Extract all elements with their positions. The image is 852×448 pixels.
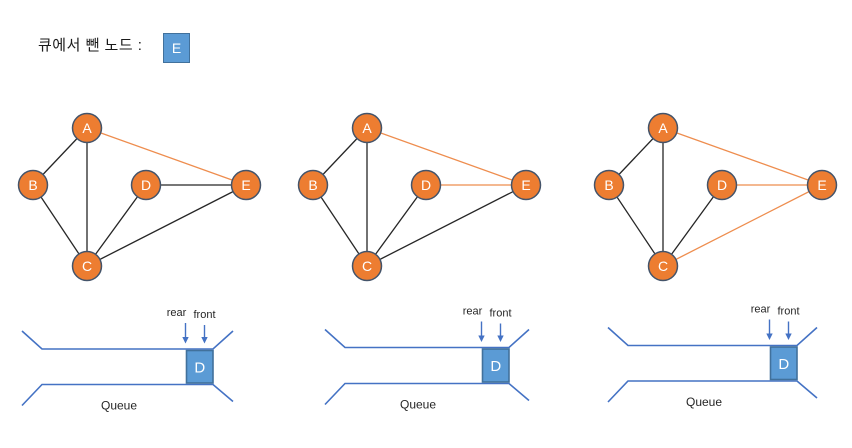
queue-item-label: D: [490, 358, 501, 375]
graph-node-label-D: D: [717, 177, 727, 193]
queue-item-label: D: [194, 359, 205, 376]
graph-node-A: [71, 112, 103, 144]
graph-edge-C-D: [366, 184, 427, 267]
graph-node-label-A: A: [658, 120, 668, 136]
graph-node-A: [647, 112, 679, 144]
queue-front-label: front: [777, 306, 799, 318]
graph-node-C: [647, 250, 679, 282]
graph-edge-B-C: [312, 184, 368, 267]
queue-rear-label: rear: [167, 307, 187, 319]
graph-node-B: [593, 169, 625, 201]
queue-front-arrowhead-icon: [201, 337, 208, 344]
graph-node-label-C: C: [82, 258, 92, 274]
queue-front-arrowhead-icon: [785, 333, 792, 340]
graph-node-E: [230, 169, 262, 201]
graph-node-E: [510, 169, 542, 201]
queue-rear-arrowhead-icon: [766, 333, 773, 340]
queue-rear-label: rear: [751, 304, 771, 316]
graph-edge-C-D: [86, 184, 147, 267]
graph-edge-B-C: [608, 184, 664, 267]
queue-top-line: [607, 326, 818, 347]
graph-node-label-B: B: [604, 177, 613, 193]
graph-node-label-D: D: [141, 177, 151, 193]
graph-node-E: [806, 169, 838, 201]
queue-front-label: front: [489, 308, 511, 320]
graph-node-label-C: C: [362, 258, 372, 274]
header-label: 큐에서 뺀 노드 :: [38, 37, 143, 54]
queue-item-box: [769, 346, 798, 381]
queue-item-box: [185, 349, 214, 384]
graph-node-B: [17, 169, 49, 201]
graph-node-D: [410, 169, 442, 201]
queue-item-label: D: [778, 356, 789, 373]
queue-caption: Queue: [400, 398, 436, 412]
queue-caption: Queue: [686, 395, 722, 409]
graph-edge-B-C: [32, 184, 88, 267]
dequeued-node-box: E: [163, 33, 190, 63]
graph-node-label-C: C: [658, 258, 668, 274]
queue-front-label: front: [193, 309, 215, 321]
queue-caption: Queue: [101, 399, 137, 413]
graph-node-B: [297, 169, 329, 201]
graph-node-label-E: E: [817, 177, 826, 193]
queue-rear-arrowhead-icon: [478, 335, 485, 342]
queue-bottom-line: [21, 383, 234, 407]
queue-rear-label: rear: [463, 306, 483, 318]
dequeued-node-value: E: [171, 40, 182, 56]
queue-bottom-line: [324, 382, 530, 406]
graph-edge-C-D: [662, 184, 723, 267]
graph-edge-C-E: [366, 184, 527, 267]
graph-edge-A-E-highlighted: [366, 127, 527, 186]
graph-node-label-A: A: [362, 120, 372, 136]
graph-node-label-B: B: [308, 177, 317, 193]
queue-rear-arrowhead-icon: [182, 337, 189, 344]
queue-top-line: [324, 328, 530, 349]
queue-top-line: [21, 330, 234, 350]
queue-front-arrowhead-icon: [497, 335, 504, 342]
queue-item-box: [481, 348, 510, 383]
graph-node-label-D: D: [421, 177, 431, 193]
graph-edge-C-E: [86, 184, 247, 267]
graph-node-label-E: E: [241, 177, 250, 193]
graph-node-D: [706, 169, 738, 201]
graph-edge-A-E-highlighted: [86, 127, 247, 186]
graph-edge-C-E-highlighted: [662, 184, 823, 267]
queue-bottom-line: [607, 380, 818, 403]
graph-node-C: [351, 250, 383, 282]
graph-node-C: [71, 250, 103, 282]
graph-node-D: [130, 169, 162, 201]
graph-edge-A-E-highlighted: [662, 127, 823, 186]
graph-node-label-E: E: [521, 177, 530, 193]
graph-node-A: [351, 112, 383, 144]
graph-node-label-A: A: [82, 120, 92, 136]
graph-node-label-B: B: [28, 177, 37, 193]
